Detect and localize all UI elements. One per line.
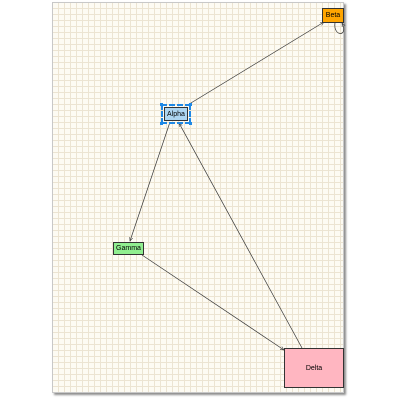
node-gamma[interactable]: Gamma (113, 242, 144, 255)
edge-gamma-delta[interactable] (141, 254, 284, 350)
node-beta[interactable]: Beta (322, 8, 344, 23)
node-label: Alpha (167, 110, 185, 118)
edge-alpha-gamma[interactable] (130, 121, 171, 241)
node-delta[interactable]: Delta (284, 348, 344, 388)
edge-alpha-beta[interactable] (185, 22, 324, 107)
node-label: Beta (325, 12, 341, 19)
node-label: Gamma (116, 245, 141, 252)
edge-beta-beta[interactable] (334, 23, 344, 34)
node-alpha[interactable]: Alpha (164, 107, 188, 121)
diagram-page (52, 2, 344, 393)
node-label: Delta (305, 364, 323, 372)
edge-delta-alpha[interactable] (178, 123, 303, 349)
